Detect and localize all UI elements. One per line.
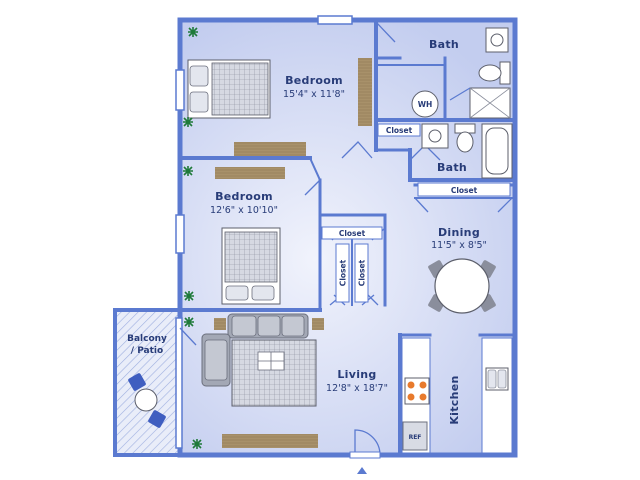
closet-hall-v2-label: Closet	[358, 259, 367, 286]
balcony-line1: Balcony	[127, 334, 167, 344]
closet-dining-label: Closet	[451, 186, 478, 195]
sofa-icon	[201, 333, 231, 387]
desk	[234, 142, 306, 156]
sofa-icon	[227, 313, 309, 339]
dining-name: Dining	[438, 226, 480, 239]
dresser	[358, 58, 372, 126]
closet-hall-top	[321, 226, 383, 240]
living-name: Living	[337, 368, 376, 381]
sink-icon	[485, 367, 509, 391]
living-dims: 12'8" x 18'7"	[326, 383, 388, 394]
refrigerator	[402, 421, 428, 451]
bedroom1-name: Bedroom	[285, 74, 343, 87]
closet-hall-v2	[354, 243, 369, 303]
rug	[231, 339, 317, 407]
dining-table-icon	[428, 258, 496, 314]
closet-bath	[377, 123, 421, 137]
bed-icon	[221, 227, 281, 305]
toilet-icon	[478, 61, 511, 85]
plant-icon	[184, 317, 194, 327]
desk	[215, 167, 285, 179]
plant-icon	[184, 291, 194, 301]
tv-console	[222, 434, 318, 448]
bedroom2-dims: 12'6" x 10'10"	[210, 205, 278, 216]
closet-bath-label: Closet	[386, 126, 413, 135]
bath2-name: Bath	[437, 161, 467, 174]
closet-hall-top-label: Closet	[339, 229, 366, 238]
water-heater	[411, 90, 439, 118]
closet-dining	[417, 182, 511, 197]
bath1-name: Bath	[429, 38, 459, 51]
closet-hall-v1	[335, 243, 350, 303]
stove-icon	[404, 377, 430, 405]
plant-icon	[183, 166, 193, 176]
kitchen-name: Kitchen	[448, 375, 461, 424]
side-table	[312, 318, 324, 330]
closet-hall-v1-label: Closet	[339, 259, 348, 286]
side-table	[214, 318, 226, 330]
ref-label: REF	[409, 434, 422, 441]
bed-icon	[187, 59, 271, 119]
toilet-icon	[454, 123, 476, 153]
dining-dims: 11'5" x 8'5"	[431, 240, 487, 251]
balcony-chairs	[128, 373, 166, 428]
balcony-floor	[115, 312, 180, 455]
walls	[113, 17, 518, 458]
entry-arrow-icon	[357, 467, 367, 474]
plant-icon	[188, 27, 198, 37]
bedroom2-name: Bedroom	[215, 190, 273, 203]
wh-label: WH	[418, 100, 433, 109]
windows	[175, 15, 353, 449]
kitchen-counter-right	[481, 337, 513, 454]
entry-door	[349, 451, 381, 459]
balcony-line2: / Patio	[131, 346, 163, 356]
plant-icon	[183, 117, 193, 127]
shower-icon	[469, 87, 511, 119]
bedroom1-dims: 15'4" x 11'8"	[283, 89, 345, 100]
plant-icon	[192, 439, 202, 449]
bathtub-icon	[481, 123, 513, 179]
